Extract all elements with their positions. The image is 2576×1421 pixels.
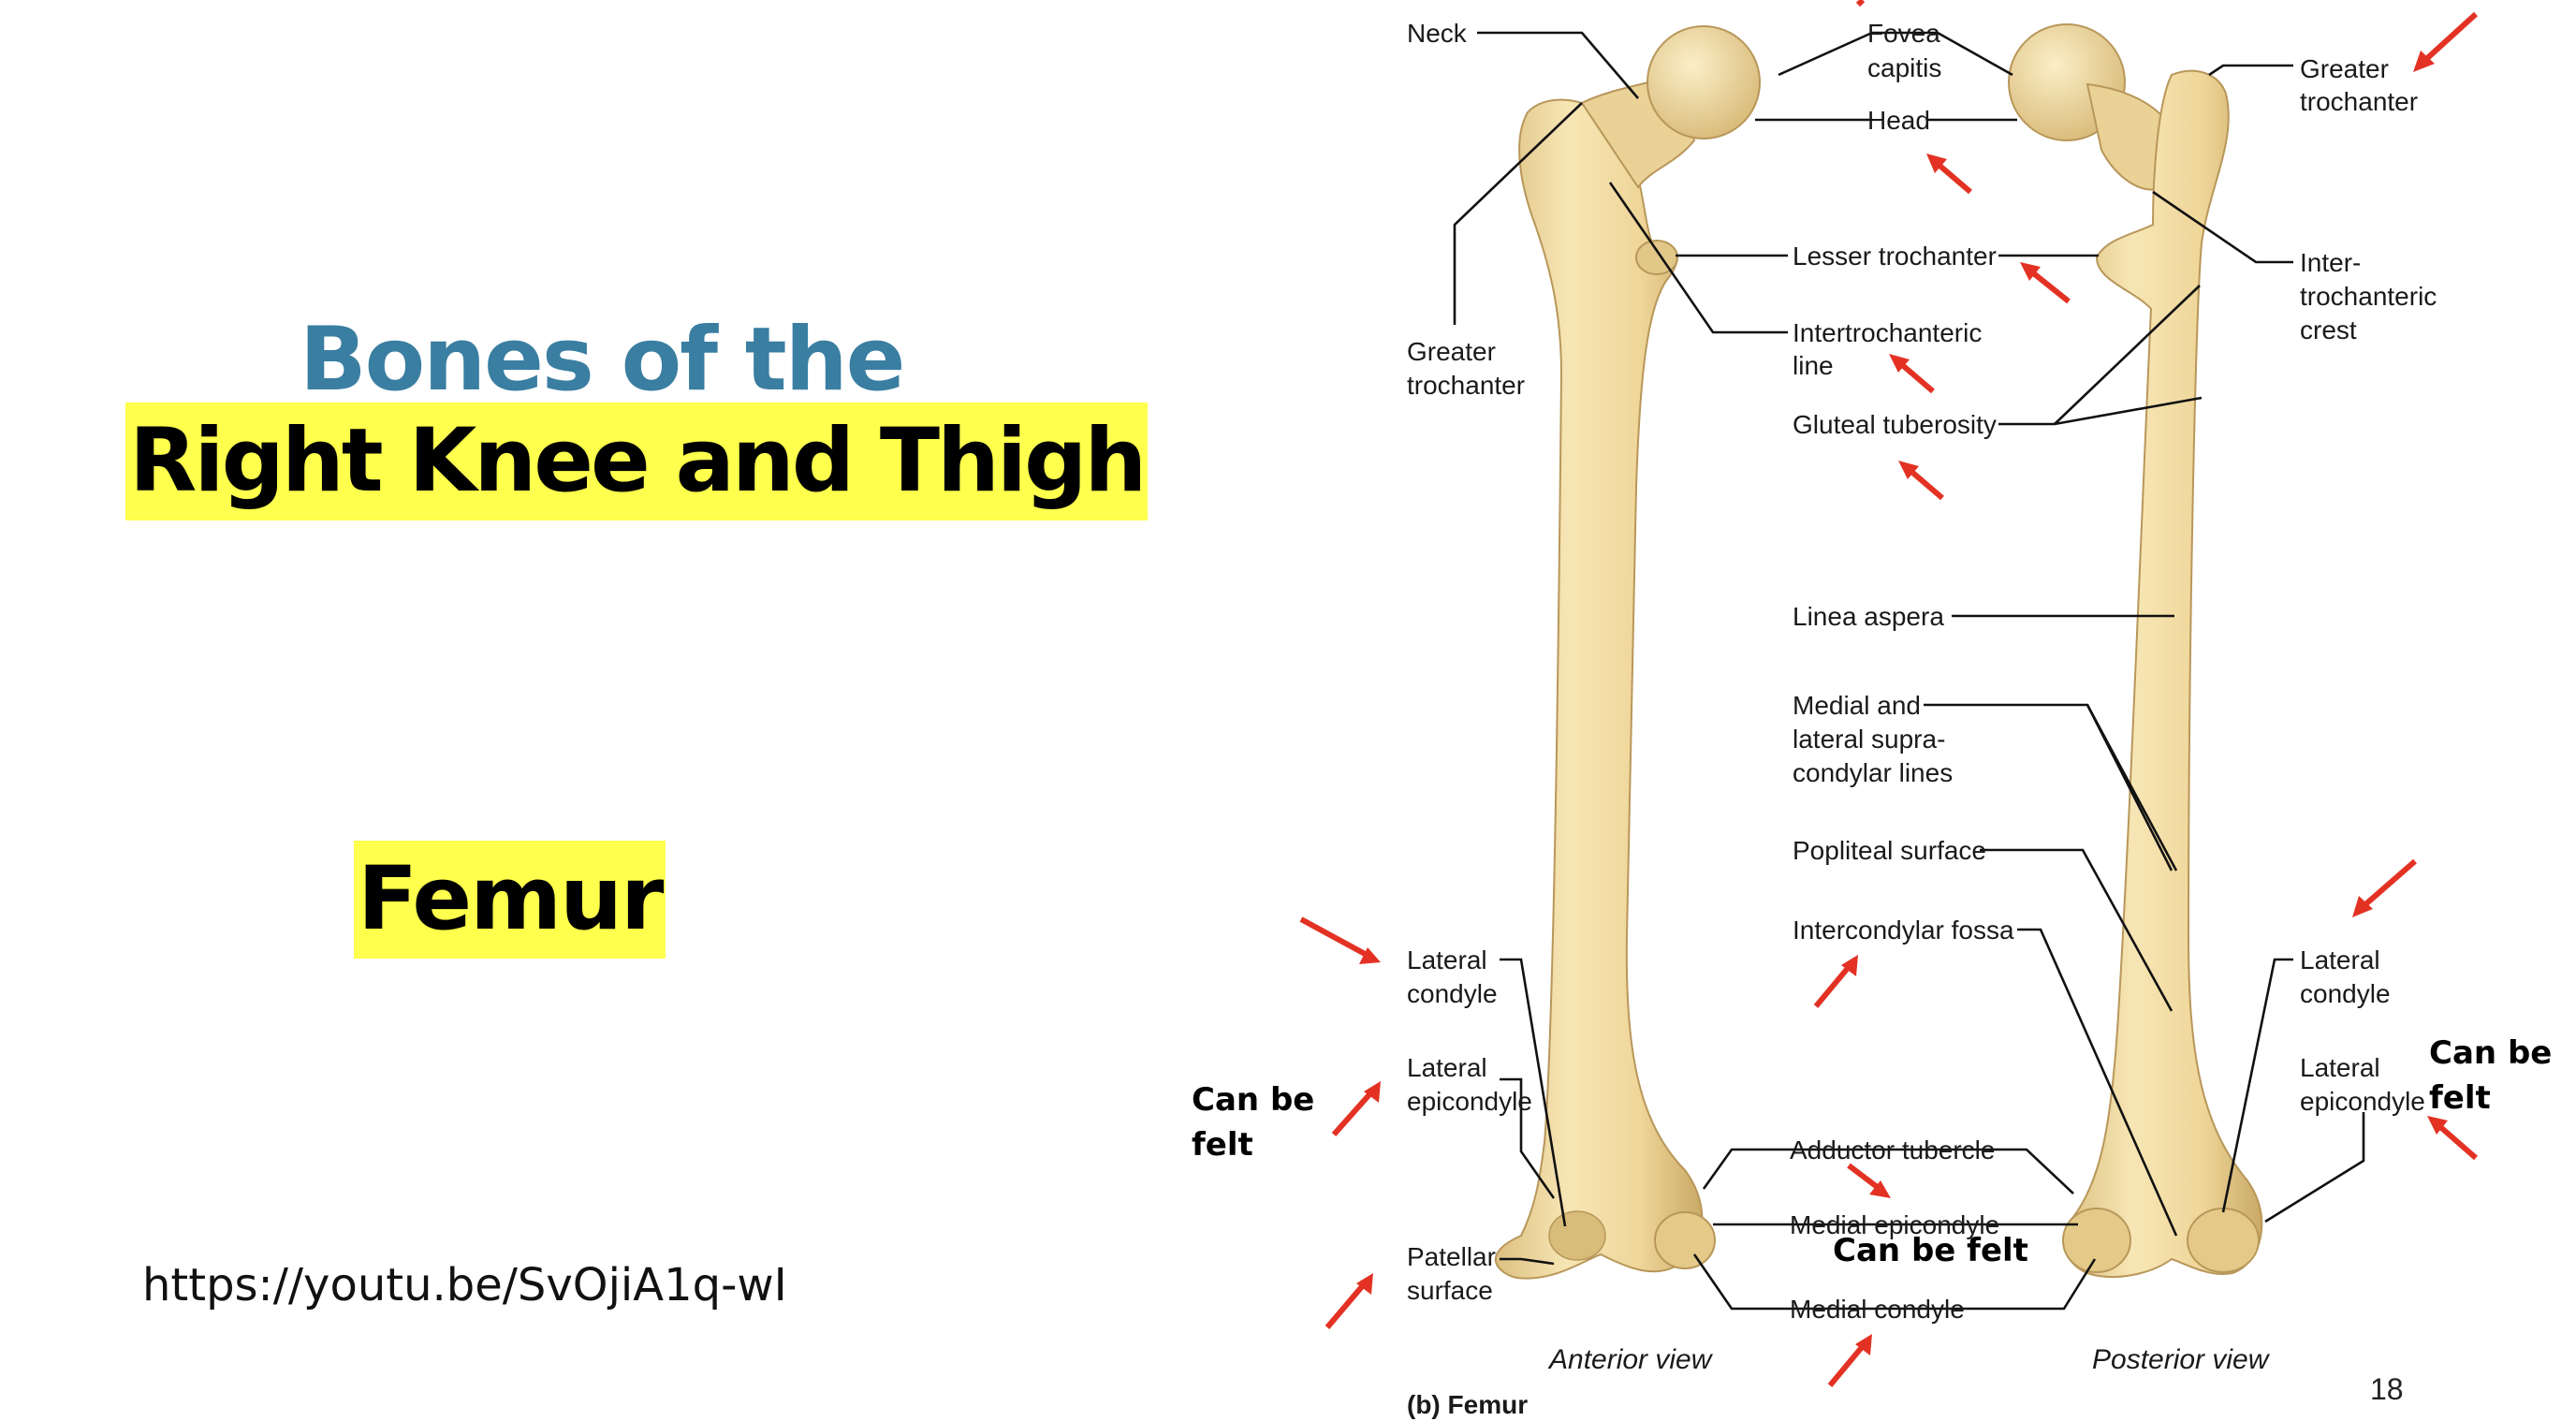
label-lateral-condyle-post-1: Lateral [2300,945,2380,974]
label-medial-condyle: Medial condyle [1790,1295,1965,1324]
label-head: Head [1867,106,1930,135]
label-intertrochanteric-line-1: Intertrochanteric [1793,318,1982,347]
posterior-lateral-condyle [2187,1208,2260,1273]
label-fovea-2: capitis [1867,53,1941,82]
label-intertrochanteric-crest-2: trochanteric [2300,282,2437,311]
label-popliteal-surface: Popliteal surface [1793,836,1986,865]
label-greater-trochanter-post-2: trochanter [2300,87,2418,116]
label-lateral-epicondyle-post-1: Lateral [2300,1053,2380,1082]
arrow-gluteal-tuberosity [1898,461,1944,501]
label-intercondylar-fossa: Intercondylar fossa [1793,916,2014,945]
anterior-femur [1495,25,1761,1280]
label-intertrochanteric-crest-1: Inter- [2300,248,2361,277]
label-supracondylar-3: condylar lines [1793,758,1953,787]
label-lateral-condyle-post-2: condyle [2300,979,2391,1008]
label-lesser-trochanter: Lesser trochanter [1793,242,1997,271]
label-lateral-epicondyle-ant-1: Lateral [1407,1053,1487,1082]
red-arrows [1299,0,2479,1387]
title-line-2: Right Knee and Thigh [125,403,1149,520]
felt-left-line-2: felt [1192,1126,1253,1164]
arrow-lateral-epicondyle-post [2427,1116,2478,1161]
video-link[interactable]: https://youtu.be/SvOjiA1q-wI [142,1259,787,1311]
label-adductor-tubercle: Adductor tubercle [1790,1135,1995,1165]
label-greater-trochanter-ant-2: trochanter [1407,371,1525,400]
arrow-intercondylar-fossa [1813,955,1858,1008]
label-lateral-condyle-ant-1: Lateral [1407,945,1487,974]
label-fovea-1: Fovea [1867,19,1940,48]
label-lateral-condyle-ant-2: condyle [1407,979,1498,1008]
arrow-greater-trochanter [2413,11,2479,72]
arrow-lateral-condyle-ant [1299,916,1381,964]
label-posterior-view: Posterior view [2092,1344,2271,1375]
page-number: 18 [2370,1372,2404,1406]
arrow-intertrochanteric-line [1889,354,1935,394]
leader-lines [1453,31,2365,1311]
label-patellar-surface-2: surface [1407,1276,1493,1305]
figure-caption: (b) Femur [1407,1390,1528,1419]
felt-left-line-1: Can be [1192,1081,1314,1119]
anterior-patellar-surface [1548,1210,1606,1261]
label-neck: Neck [1407,19,1468,48]
label-supracondylar-2: lateral supra- [1793,725,1945,754]
label-gluteal-tuberosity: Gluteal tuberosity [1793,410,1997,439]
arrow-lateral-condyle-post [2352,858,2417,917]
label-supracondylar-1: Medial and [1793,691,1921,720]
anterior-lesser-trochanter [1635,240,1678,275]
label-intertrochanteric-crest-3: crest [2300,315,2357,344]
title-line-1: Bones of the [300,309,905,411]
arrow-head [1926,154,1972,195]
palpable-annotations: Can be felt Can be felt Can be felt [1192,1034,2552,1269]
arrow-lesser-trochanter [2020,262,2071,304]
label-lateral-epicondyle-ant-2: epicondyle [1407,1087,1532,1116]
label-linea-aspera: Linea aspera [1793,602,1944,631]
arrow-lateral-epicondyle-ant [1331,1081,1381,1136]
diagram-labels: Neck Fovea capitis Head Greater trochant… [1407,19,2437,1419]
arrow-medial-condyle [1827,1334,1872,1387]
felt-center: Can be felt [1833,1232,2028,1269]
arrow-patellar-surface [1325,1273,1373,1329]
label-intertrochanteric-line-2: line [1793,351,1834,380]
label-lateral-epicondyle-post-2: epicondyle [2300,1087,2425,1116]
label-patellar-surface-1: Patellar [1407,1242,1496,1271]
anterior-femur-head [1647,25,1761,139]
posterior-medial-condyle [2062,1208,2131,1273]
label-greater-trochanter-post-1: Greater [2300,54,2389,83]
subject-label: Femur [354,841,666,959]
arrow-head-top [1855,0,1866,7]
felt-right-line-1: Can be [2429,1034,2552,1072]
posterior-femur-shaft [2062,69,2263,1279]
posterior-femur [2008,23,2263,1279]
label-medial-epicondyle: Medial epicondyle [1790,1210,1999,1239]
felt-right-line-2: felt [2429,1079,2491,1117]
arrow-adductor-tubercle [1847,1163,1891,1198]
label-anterior-view: Anterior view [1547,1344,1714,1375]
anterior-medial-condyle [1654,1211,1716,1269]
label-greater-trochanter-ant-1: Greater [1407,337,1496,366]
